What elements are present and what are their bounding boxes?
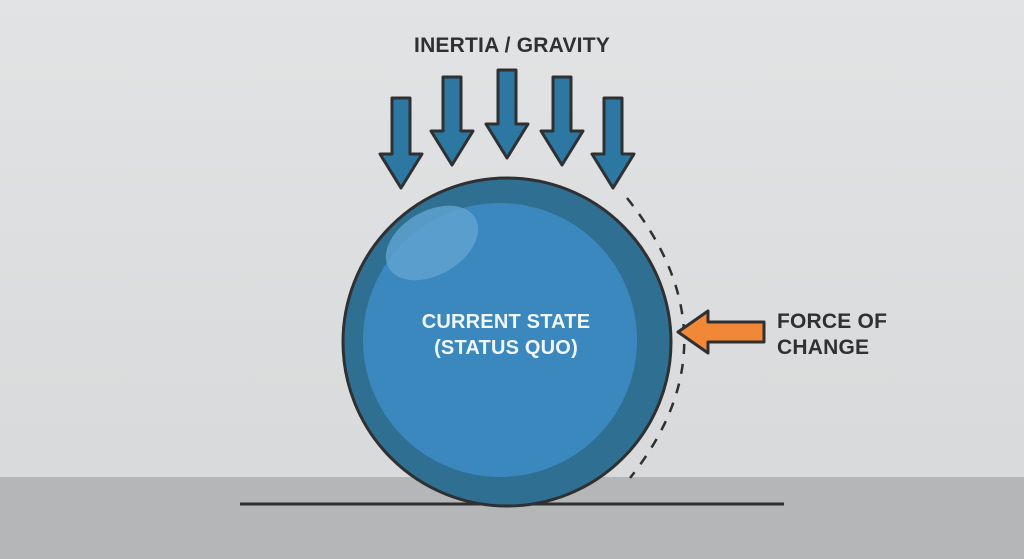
inertia-gravity-label: INERTIA / GRAVITY — [414, 34, 610, 57]
down-arrow-icon — [429, 75, 475, 167]
force-arrow-icon — [676, 309, 766, 355]
current-state-label: CURRENT STATE (STATUS QUO) — [386, 309, 626, 361]
current-state-line1: CURRENT STATE — [421, 311, 591, 333]
force-of-change-line1: FORCE OF — [777, 310, 888, 333]
down-arrow-icon — [590, 96, 636, 190]
force-of-change-line2: CHANGE — [777, 336, 870, 359]
current-state-line2: (STATUS QUO) — [434, 337, 578, 359]
ball-highlight — [385, 205, 479, 281]
down-arrow-icon — [484, 68, 530, 160]
force-of-change-label: FORCE OF CHANGE — [777, 309, 887, 361]
motion-path-dashed — [626, 197, 686, 479]
down-arrow-icon — [539, 75, 585, 167]
ball — [341, 176, 673, 508]
down-arrow-icon — [378, 96, 424, 190]
down-arrows-group — [378, 68, 636, 190]
